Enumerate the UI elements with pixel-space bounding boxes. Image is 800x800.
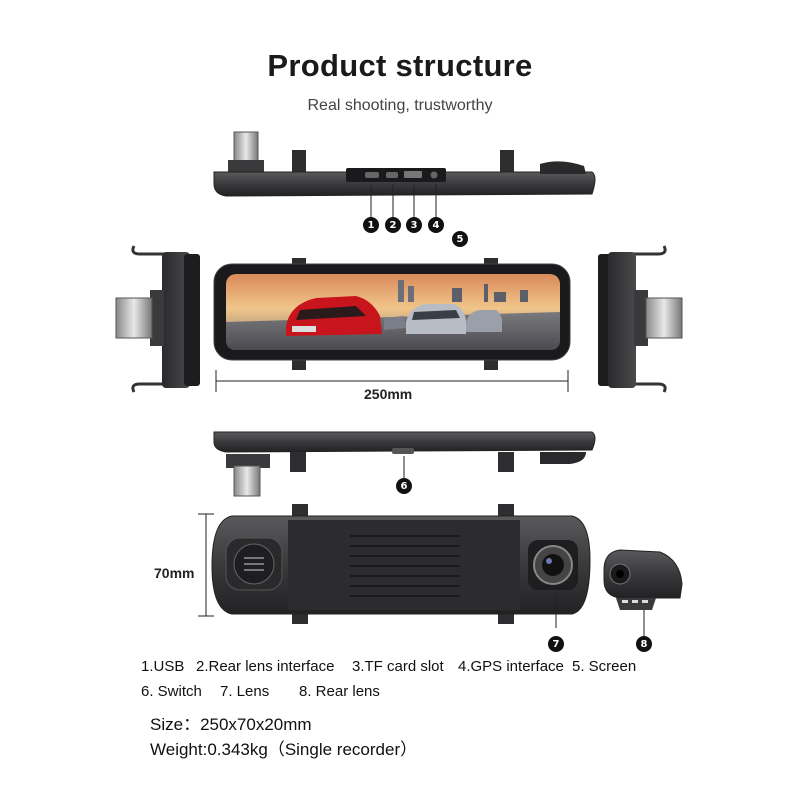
legend-gps-interface: 4.GPS interface <box>458 658 564 675</box>
left-side-view <box>115 245 200 393</box>
callout-7: 7 <box>548 636 564 652</box>
page-title: Product structure <box>267 48 533 83</box>
bottom-view <box>213 431 596 497</box>
legend-switch: 6. Switch <box>141 683 202 700</box>
front-view <box>213 258 571 370</box>
top-view <box>213 131 596 218</box>
callout-8: 8 <box>636 636 652 652</box>
back-view <box>211 504 591 628</box>
rear-camera <box>603 549 683 636</box>
callout-3: 3 <box>406 217 422 233</box>
callout-5: 5 <box>452 231 468 247</box>
legend-lens: 7. Lens <box>220 683 270 700</box>
legend-tf-card-slot: 3.TF card slot <box>352 658 444 675</box>
legend-rear-lens: 8. Rear lens <box>299 683 380 700</box>
callout-1: 1 <box>363 217 379 233</box>
legend-rear-lens-interface: 2.Rear lens interface <box>196 658 335 675</box>
page-subtitle: Real shooting, trustworthy <box>307 97 493 114</box>
width-label: 250mm <box>364 386 413 402</box>
height-dimension <box>198 513 214 617</box>
spec-size: Size：250x70x20mm <box>150 715 312 734</box>
screen-image <box>226 274 560 350</box>
callout-4: 4 <box>428 217 444 233</box>
legend-usb: 1.USB <box>141 658 185 675</box>
legend-screen: 5. Screen <box>572 658 637 675</box>
right-side-view <box>598 245 683 393</box>
callout-6: 6 <box>396 478 412 494</box>
callout-2: 2 <box>385 217 401 233</box>
width-dimension <box>215 370 569 392</box>
spec-weight: Weight:0.343kg（Single recorder） <box>150 740 418 759</box>
height-label: 70mm <box>154 565 195 581</box>
